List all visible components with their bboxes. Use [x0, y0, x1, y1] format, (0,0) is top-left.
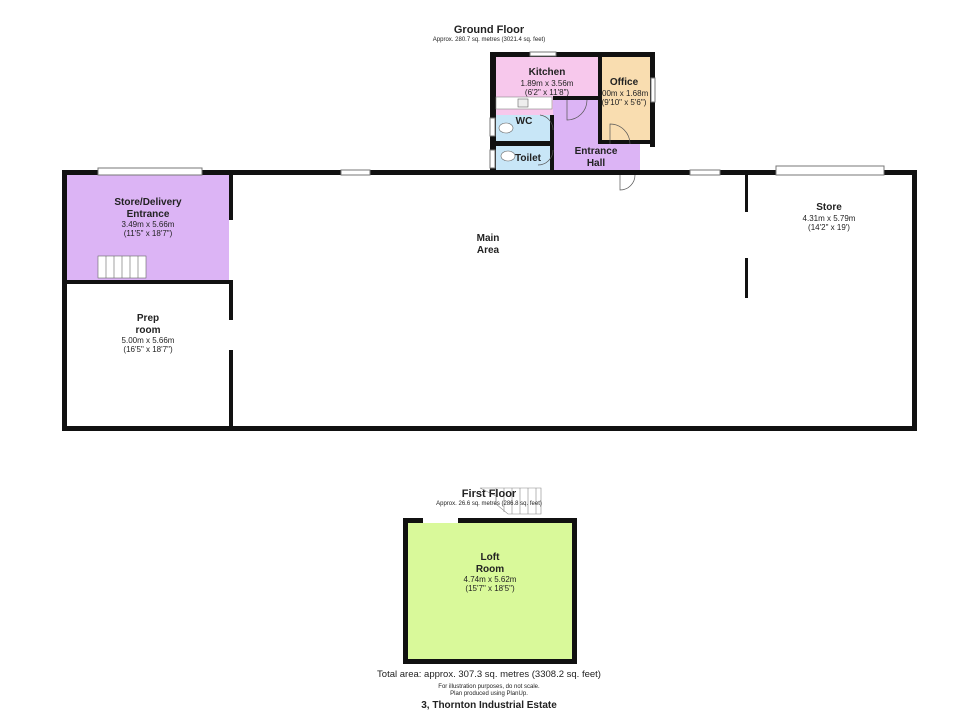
window	[340, 169, 371, 176]
store-delivery-fill	[67, 175, 229, 281]
window	[775, 165, 885, 176]
door-swing	[566, 99, 588, 121]
window	[529, 51, 557, 57]
room-name: Entrance	[126, 208, 170, 220]
room-name: Store/Delivery	[114, 197, 182, 208]
room-size-imperial: (6'2" x 11'8")	[524, 87, 570, 97]
room-size-imperial: (16'5" x 18'7")	[123, 345, 173, 355]
first-floor-title: First Floor	[461, 488, 517, 500]
room-name: Area	[476, 244, 500, 256]
room-name: Store	[816, 202, 842, 213]
room-label-store: Store 4.31m x 5.79m (14'2" x 19')	[803, 202, 856, 232]
stairs-icon	[97, 255, 147, 279]
address: 3, Thornton Industrial Estate	[421, 700, 557, 711]
ground-floor-title: Ground Floor	[453, 24, 525, 36]
room-size-imperial: (14'2" x 19')	[808, 222, 850, 232]
room-name: Entrance	[574, 146, 618, 157]
produced-by: Plan produced using PlanUp.	[450, 691, 528, 697]
window	[489, 149, 496, 169]
room-label-entrance-hall: Entrance Hall	[575, 146, 618, 169]
room-size-metric: 5.00m x 5.66m	[121, 336, 175, 345]
loft-stairs-icon	[479, 487, 542, 515]
room-label-office: Office .00m x 1.68m (9'10" x 5'6")	[600, 77, 648, 107]
room-label-loft: Loft Room 4.74m x 5.62m (15'7" x 18'5")	[464, 552, 517, 593]
room-size-metric: 4.74m x 5.62m	[463, 575, 517, 584]
room-name: Kitchen	[528, 67, 566, 78]
room-size-metric: 3.49m x 5.66m	[121, 220, 175, 229]
door-swing	[619, 174, 636, 191]
room-name: Room	[475, 563, 505, 575]
toilet-icon	[500, 150, 516, 162]
sink-icon	[517, 98, 529, 108]
room-label-kitchen: Kitchen 1.89m x 3.56m (6'2" x 11'8")	[521, 67, 574, 97]
door-swing	[539, 114, 554, 131]
loft-fill	[408, 523, 572, 659]
window	[650, 77, 656, 103]
room-name: Hall	[586, 157, 606, 169]
window	[489, 117, 496, 137]
disclaimer: For illustration purposes, do not scale.	[438, 684, 540, 690]
room-size-imperial: (9'10" x 5'6")	[601, 97, 647, 107]
room-name: Office	[609, 77, 639, 88]
room-label-store-delivery: Store/Delivery Entrance 3.49m x 5.66m (1…	[114, 197, 181, 238]
room-label-wc: WC	[515, 116, 533, 127]
room-size-imperial: (11'5" x 18'7")	[123, 229, 173, 239]
room-label-prep-room: Prep room 5.00m x 5.66m (16'5" x 18'7")	[122, 313, 175, 354]
wc-toilet-icon	[498, 122, 514, 134]
room-size-imperial: (15'7" x 18'5")	[465, 584, 515, 594]
door-swing	[537, 149, 554, 166]
total-area: Total area: approx. 307.3 sq. metres (33…	[377, 669, 601, 680]
first-floor-area: Approx. 26.6 sq. metres (286.8 sq. feet)	[436, 501, 542, 507]
room-name: Loft	[480, 552, 500, 563]
door-swing	[609, 123, 631, 145]
window	[689, 169, 721, 176]
room-name: Main	[476, 233, 500, 244]
ground-floor-area: Approx. 280.7 sq. metres (3021.4 sq. fee…	[432, 37, 546, 43]
room-size-metric: 4.31m x 5.79m	[802, 213, 856, 223]
room-label-toilet: Toilet	[515, 153, 541, 164]
room-name: Prep	[136, 313, 160, 324]
room-size-metric: .00m x 1.68m	[599, 88, 649, 98]
room-label-main-area: Main Area	[477, 233, 500, 256]
room-name: room	[135, 324, 161, 336]
room-size-metric: 1.89m x 3.56m	[520, 78, 574, 88]
window	[97, 167, 203, 176]
